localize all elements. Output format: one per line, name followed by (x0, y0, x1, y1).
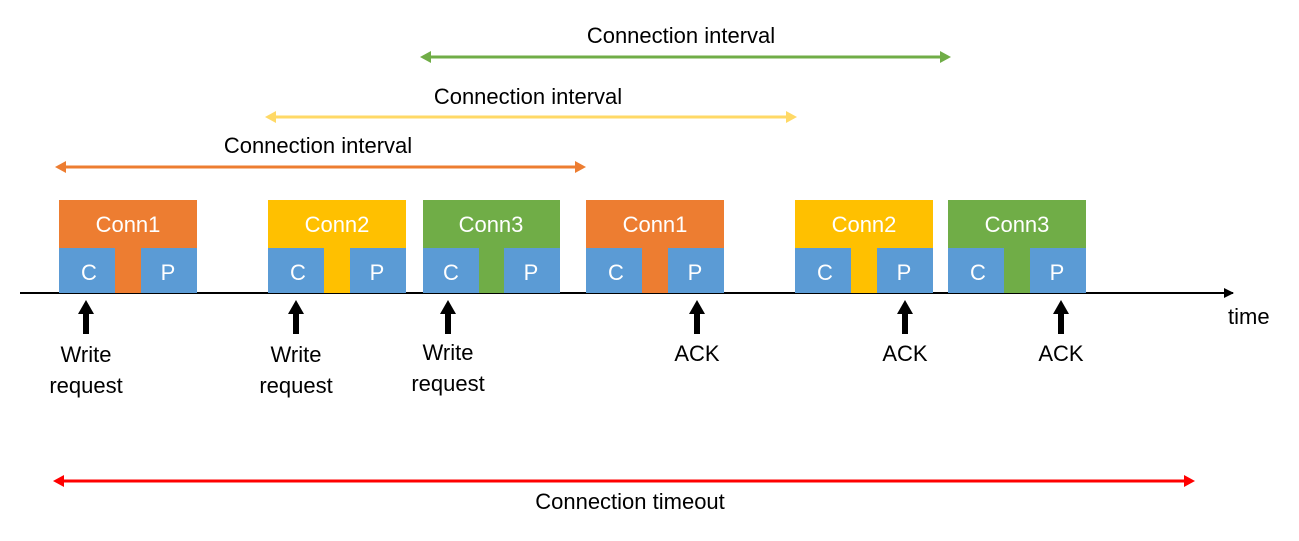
conn-event-link (115, 248, 141, 293)
conn-block-5: Conn2 C P (795, 200, 933, 293)
central-label: C (290, 260, 306, 285)
up-arrow-icon (1053, 300, 1069, 334)
up-arrow-icon (440, 300, 456, 334)
peripheral-half (1030, 248, 1086, 293)
central-label: C (970, 260, 986, 285)
conn-event-link (479, 248, 504, 293)
interval-arrows: Connection interval Connection interval … (55, 23, 951, 173)
event-marker-2: Write request (259, 300, 333, 398)
interval-label-conn1: Connection interval (224, 133, 412, 158)
up-arrow-icon (897, 300, 913, 334)
central-half (586, 248, 642, 293)
conn-header (268, 200, 406, 248)
interval-label-conn3: Connection interval (587, 23, 775, 48)
conn-header (795, 200, 933, 248)
event-label-line2: request (411, 371, 484, 396)
interval-arrow-conn1: Connection interval (55, 133, 586, 173)
central-half (795, 248, 851, 293)
central-half (423, 248, 479, 293)
interval-arrowhead-left (265, 111, 276, 123)
central-label: C (443, 260, 459, 285)
conn-title: Conn2 (305, 212, 370, 237)
time-axis: time (20, 288, 1270, 329)
conn-title: Conn3 (459, 212, 524, 237)
conn-event-link (642, 248, 668, 293)
event-markers: Write request Write request Write reques… (49, 300, 1084, 398)
peripheral-label: P (161, 260, 176, 285)
timeout-arrowhead-left (53, 475, 64, 487)
event-marker-5: ACK (882, 300, 928, 366)
peripheral-half (668, 248, 724, 293)
conn-event-link (1004, 248, 1030, 293)
conn-title: Conn1 (96, 212, 161, 237)
interval-label-conn2: Connection interval (434, 84, 622, 109)
up-arrow-icon (689, 300, 705, 334)
peripheral-label: P (688, 260, 703, 285)
conn-blocks: Conn1 C P Conn2 C P Conn3 C P (59, 200, 1086, 293)
interval-arrow-conn3: Connection interval (420, 23, 951, 63)
timeout-label: Connection timeout (535, 489, 725, 514)
peripheral-half (350, 248, 406, 293)
central-half (268, 248, 324, 293)
conn-title: Conn1 (623, 212, 688, 237)
interval-arrowhead-right (786, 111, 797, 123)
interval-arrowhead-right (575, 161, 586, 173)
event-label-line2: request (259, 373, 332, 398)
central-half (59, 248, 115, 293)
peripheral-label: P (524, 260, 539, 285)
up-arrow-icon (78, 300, 94, 334)
conn-block-2: Conn2 C P (268, 200, 406, 293)
event-label-line1: Write (423, 340, 474, 365)
conn-block-6: Conn3 C P (948, 200, 1086, 293)
peripheral-half (141, 248, 197, 293)
event-label-line1: ACK (882, 341, 928, 366)
conn-header (948, 200, 1086, 248)
event-marker-6: ACK (1038, 300, 1084, 366)
event-marker-4: ACK (674, 300, 720, 366)
peripheral-half (877, 248, 933, 293)
conn-block-1: Conn1 C P (59, 200, 197, 293)
peripheral-label: P (897, 260, 912, 285)
event-label-line1: ACK (674, 341, 720, 366)
event-marker-3: Write request (411, 300, 485, 396)
conn-event-link (851, 248, 877, 293)
conn-title: Conn3 (985, 212, 1050, 237)
central-label: C (608, 260, 624, 285)
central-label: C (817, 260, 833, 285)
event-label-line1: ACK (1038, 341, 1084, 366)
central-half (948, 248, 1004, 293)
interval-arrowhead-right (940, 51, 951, 63)
event-marker-1: Write request (49, 300, 123, 398)
peripheral-half (504, 248, 560, 293)
event-label-line2: request (49, 373, 122, 398)
event-label-line1: Write (271, 342, 322, 367)
conn-block-4: Conn1 C P (586, 200, 724, 293)
timeout-arrow: Connection timeout (53, 475, 1195, 514)
conn-block-3: Conn3 C P (423, 200, 560, 293)
conn-header (59, 200, 197, 248)
conn-header (423, 200, 560, 248)
conn-title: Conn2 (832, 212, 897, 237)
event-label-line1: Write (61, 342, 112, 367)
peripheral-label: P (370, 260, 385, 285)
central-label: C (81, 260, 97, 285)
up-arrow-icon (288, 300, 304, 334)
conn-event-link (324, 248, 350, 293)
interval-arrow-conn2: Connection interval (265, 84, 797, 123)
conn-header (586, 200, 724, 248)
interval-arrowhead-left (420, 51, 431, 63)
interval-arrowhead-left (55, 161, 66, 173)
time-axis-label: time (1228, 304, 1270, 329)
peripheral-label: P (1050, 260, 1065, 285)
timeout-arrowhead-right (1184, 475, 1195, 487)
